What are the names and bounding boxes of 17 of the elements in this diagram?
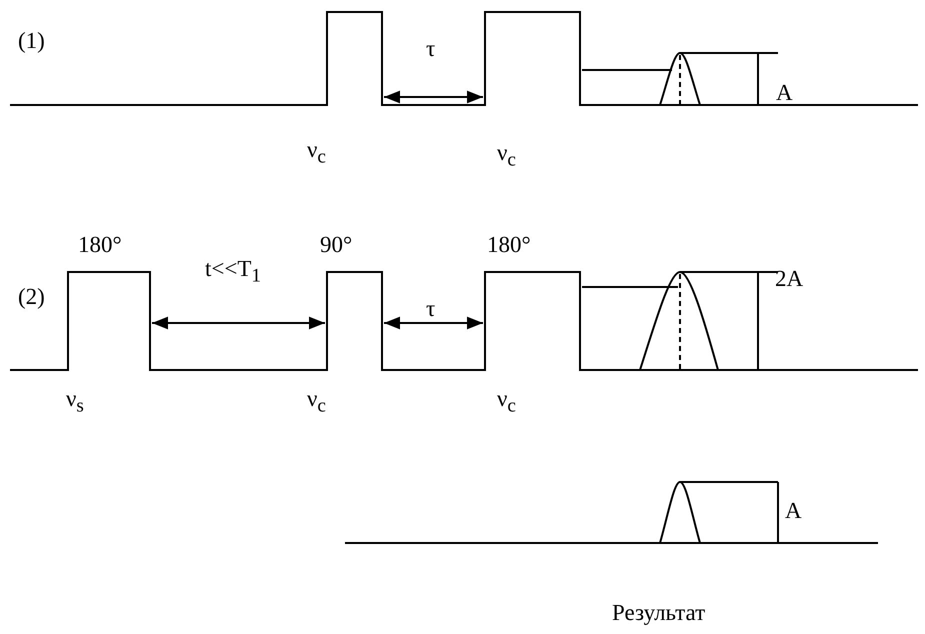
pulse-angle-label: 90° <box>320 232 352 258</box>
interval-label: t<<T$_{1}$ <box>205 256 261 289</box>
frequency-label: ν$_{c}$ <box>307 137 326 170</box>
frequency-label: ν$_{c}$ <box>307 386 326 419</box>
amplitude-label: 2A <box>775 266 804 292</box>
sequence-number: (1) <box>18 28 45 54</box>
frequency-label: ν$_{s}$ <box>66 386 84 419</box>
interval-label: τ <box>426 36 436 62</box>
pulse-angle-label: 180° <box>78 232 122 258</box>
sequence-number: (2) <box>18 284 45 310</box>
pulse-angle-label: 180° <box>487 232 531 258</box>
interval-label: τ <box>426 296 436 322</box>
amplitude-label: A <box>776 80 793 106</box>
amplitude-label: A <box>785 498 802 524</box>
result-caption: Результат <box>612 600 706 626</box>
frequency-label: ν$_{c}$ <box>497 140 516 173</box>
frequency-label: ν$_{c}$ <box>497 386 516 419</box>
